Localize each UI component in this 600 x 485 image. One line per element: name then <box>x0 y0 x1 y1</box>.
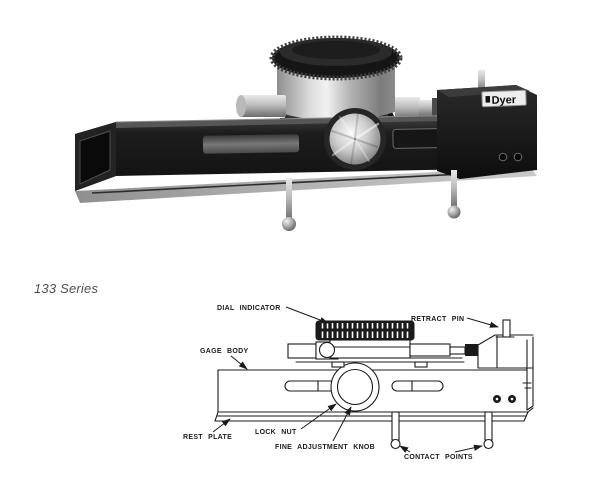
diagram-dial-indicator <box>287 320 478 368</box>
diagram-contact-points <box>390 411 494 450</box>
brand-mark-icon <box>485 95 491 103</box>
diagram-lock-nut-and-knob <box>330 362 380 412</box>
diagram-retract-pin <box>502 319 511 338</box>
label-gage-body: GAGE BODY <box>200 348 249 355</box>
photo-spindle-rod-left <box>236 95 286 117</box>
series-caption: 133 Series <box>34 281 99 296</box>
label-fine-adjustment-knob: FINE ADJUSTMENT KNOB <box>275 444 375 451</box>
photo-contact-point-left <box>282 178 296 231</box>
diagram-end-block <box>477 319 534 369</box>
label-retract-pin: RETRACT PIN <box>411 316 464 323</box>
diagram-callouts: DIAL INDICATOR RETRACT PIN GAGE BODY RES… <box>183 305 499 461</box>
label-lock-nut: LOCK NUT <box>255 429 297 436</box>
photo-contact-point-right <box>447 170 461 219</box>
photo-screw-hole <box>513 152 523 162</box>
photo-brand-label: Dyer <box>481 89 527 108</box>
label-contact-points: CONTACT POINTS <box>404 454 473 461</box>
technical-diagram: DIAL INDICATOR RETRACT PIN GAGE BODY RES… <box>183 305 534 461</box>
photo-screw-hole <box>498 152 508 162</box>
label-dial-indicator: DIAL INDICATOR <box>217 305 281 312</box>
brand-text: Dyer <box>491 94 517 107</box>
photo-spindle-rod-right <box>395 97 439 119</box>
photo-fine-adjustment-knob <box>324 108 386 170</box>
product-photo: Dyer <box>75 35 537 231</box>
photo-gage-body <box>75 113 531 191</box>
label-rest-plate: REST PLATE <box>183 434 232 441</box>
photo-end-block: Dyer <box>437 85 537 179</box>
photo-retract-pin <box>478 70 485 92</box>
